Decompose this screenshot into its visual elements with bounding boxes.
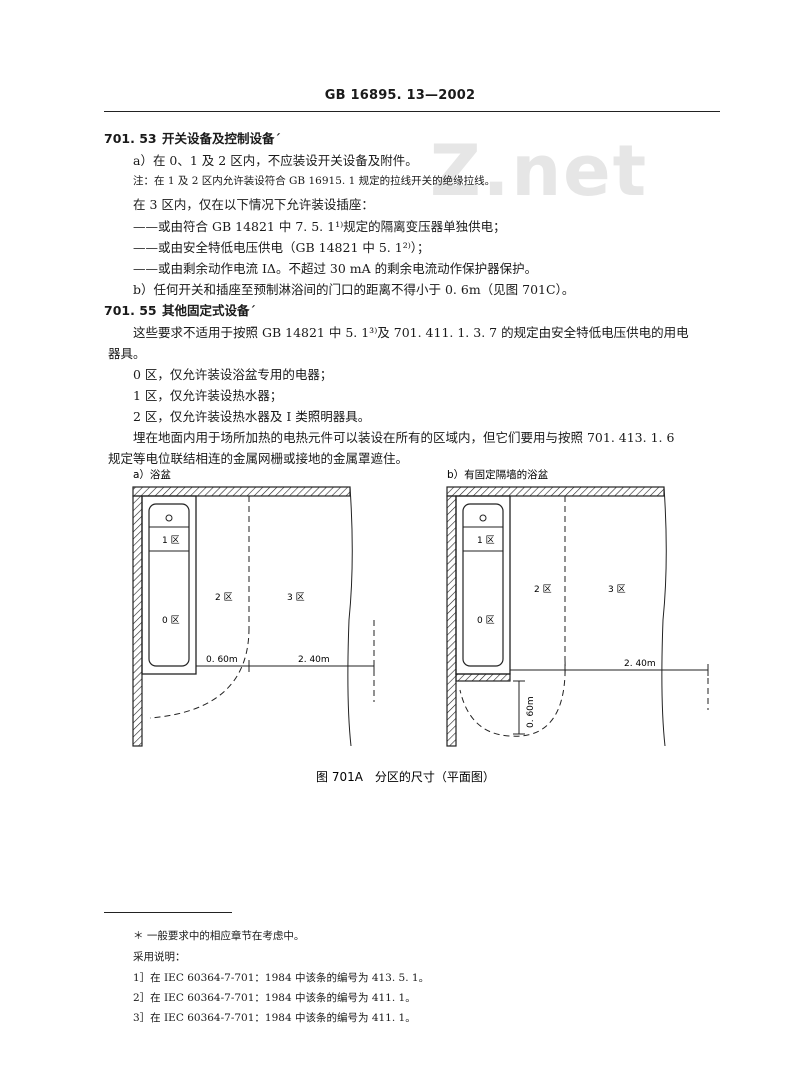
- figure-b-label: b）有固定隔墙的浴盆: [447, 468, 549, 481]
- zone3-intro: 在 3 区内，仅在以下情况下允许装设插座：: [133, 197, 374, 212]
- dash-item-1: ——或由符合 GB 14821 中 7. 5. 1¹⁾规定的隔离变压器单独供电；: [133, 219, 506, 234]
- item-b: b）任何开关和插座至预制淋浴间的门口的距离不得小于 0. 6m（见图 701C）…: [133, 282, 575, 297]
- drain-icon: [479, 514, 487, 522]
- dash-item-2: ——或由安全特低电压供电（GB 14821 中 5. 1²⁾）；: [133, 240, 430, 255]
- bathtub-outline: [455, 495, 511, 675]
- dimension-060-label: 0. 60m: [206, 655, 238, 665]
- item-a: a）在 0、1 及 2 区内，不应装设开关设备及附件。: [133, 153, 418, 168]
- paragraph-line: 器具。: [108, 346, 146, 361]
- section-title: 开关设备及控制设备ˊ: [162, 131, 281, 146]
- page-header: GB 16895. 13—2002: [324, 88, 476, 103]
- left-wall: [132, 495, 143, 747]
- fixed-partition: [455, 673, 511, 682]
- zone-0-label: 0 区: [477, 615, 495, 626]
- bathtub-inner: [148, 503, 190, 667]
- figure-a-plan: 1 区 0 区 2 区 3 区 0. 60m 2. 40m: [132, 486, 375, 747]
- footnote-rule: [104, 912, 232, 913]
- left-wall: [446, 495, 457, 747]
- note: 注：在 1 及 2 区内允许装设符合 GB 16915. 1 规定的拉线开关的绝…: [133, 175, 496, 187]
- zone-0-label: 0 区: [162, 615, 180, 626]
- footnote-adopt: 采用说明：: [133, 951, 186, 963]
- zone-1-label: 1 区: [162, 535, 180, 546]
- footnote-2: 2］在 IEC 60364-7-701：1984 中该条的编号为 411. 1。: [133, 992, 416, 1004]
- zone-2-arc: [459, 659, 566, 737]
- zone-1-label: 1 区: [477, 535, 495, 546]
- zone-1-rule: 1 区，仅允许装设热水器；: [133, 388, 283, 403]
- paragraph-line: 这些要求不适用于按照 GB 14821 中 5. 1³⁾及 701. 411. …: [133, 325, 689, 340]
- break-line: [661, 486, 667, 747]
- section-number: 701. 53: [104, 131, 157, 146]
- figure-caption: 图 701A 分区的尺寸（平面图）: [316, 769, 495, 784]
- section-title: 其他固定式设备ˊ: [162, 303, 256, 318]
- footnote-star: ＊ 一般要求中的相应章节在考虑中。: [133, 930, 305, 942]
- dash-item-3: ——或由剩余动作电流 IΔ。不超过 30 mA 的剩余电流动作保护器保护。: [133, 261, 538, 276]
- top-wall: [446, 486, 665, 497]
- zone-3-label: 3 区: [608, 584, 626, 595]
- figure-b-plan: 1 区 0 区 2 区 3 区 2. 40m 0. 60m: [446, 486, 709, 747]
- bathtub-inner: [462, 503, 504, 667]
- zone-2-rule: 2 区，仅允许装设热水器及 I 类照明器具。: [133, 409, 371, 424]
- zone-0-rule: 0 区，仅允许装设浴盆专用的电器；: [133, 367, 333, 382]
- section-701-55-heading: 701. 55 其他固定式设备ˊ: [104, 300, 256, 319]
- break-line: [347, 486, 353, 747]
- section-number: 701. 55: [104, 303, 157, 318]
- zone-2-arc: [149, 627, 250, 719]
- dimension-240-label: 2. 40m: [298, 655, 330, 665]
- paragraph-line: 规定等电位联结相连的金属网栅或接地的金属罩遮住。: [108, 451, 409, 466]
- top-wall: [132, 486, 351, 497]
- dimension-060-label: 0. 60m: [526, 696, 536, 728]
- footnote-1: 1］在 IEC 60364-7-701：1984 中该条的编号为 413. 5.…: [133, 972, 430, 984]
- footnote-3: 3］在 IEC 60364-7-701：1984 中该条的编号为 411. 1。: [133, 1012, 416, 1024]
- drain-icon: [165, 514, 173, 522]
- section-701-53-heading: 701. 53 开关设备及控制设备ˊ: [104, 128, 281, 147]
- header-rule: [104, 111, 720, 112]
- zone-2-label: 2 区: [534, 584, 552, 595]
- figure-a-label: a）浴盆: [133, 468, 171, 481]
- zone-2-label: 2 区: [215, 592, 233, 603]
- paragraph-line: 埋在地面内用于场所加热的电热元件可以装设在所有的区域内，但它们要用与按照 701…: [133, 430, 675, 445]
- watermark: Z.net: [430, 130, 649, 212]
- bathtub-outline: [141, 495, 197, 675]
- dimension-240-label: 2. 40m: [624, 659, 656, 669]
- zone-3-label: 3 区: [287, 592, 305, 603]
